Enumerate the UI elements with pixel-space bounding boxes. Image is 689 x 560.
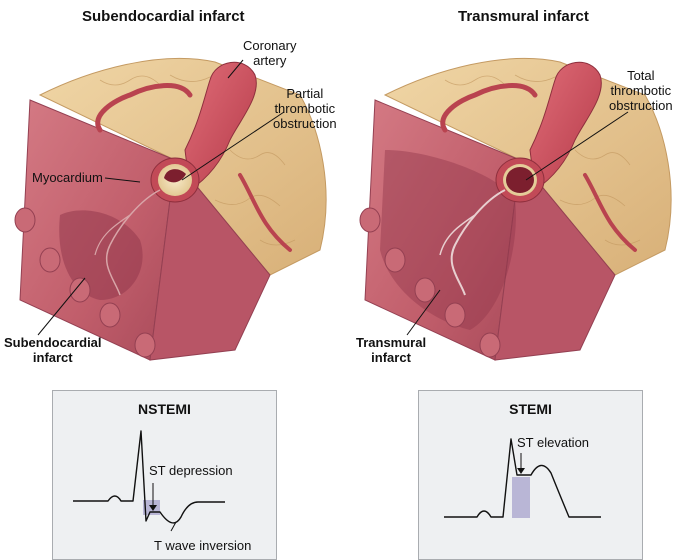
left-artery-branch bbox=[95, 83, 193, 133]
right-coronary-artery bbox=[529, 61, 602, 191]
transmural-infarct-label: Transmural infarct bbox=[356, 335, 427, 365]
left-coronary-artery bbox=[184, 61, 257, 191]
right-infarct-zone bbox=[380, 150, 516, 330]
nstemi-ecg-trace bbox=[73, 430, 225, 532]
coronary-artery-label: Coronary artery bbox=[243, 38, 297, 68]
total-obstruction-label: Total thrombotic obstruction bbox=[609, 68, 673, 113]
stemi-ecg-trace bbox=[444, 438, 601, 518]
right-fat-texture bbox=[444, 74, 641, 246]
right-trabeculae bbox=[359, 207, 501, 358]
leader-lines bbox=[37, 59, 629, 336]
subendocardial-infarct-label: Subendocardial infarct bbox=[4, 335, 102, 365]
myocardium-label: Myocardium bbox=[32, 170, 103, 185]
infarct-illustrations bbox=[14, 57, 672, 361]
right-panel-title: Transmural infarct bbox=[458, 8, 589, 25]
right-myocardium-side bbox=[494, 158, 616, 361]
left-myocardium-side bbox=[149, 158, 271, 361]
left-panel-title: Subendocardial infarct bbox=[82, 8, 245, 25]
left-partial-thrombus bbox=[164, 169, 186, 183]
right-total-thrombus bbox=[506, 167, 534, 193]
left-heart-block bbox=[14, 57, 327, 361]
right-artery-branch bbox=[440, 83, 538, 133]
st-elevation-label: ST elevation bbox=[517, 435, 590, 450]
left-trabeculae bbox=[14, 207, 156, 358]
t-wave-inversion-label: T wave inversion bbox=[154, 538, 252, 553]
st-elevation-highlight bbox=[512, 477, 530, 518]
nstemi-title: NSTEMI bbox=[138, 401, 191, 417]
partial-obstruction-label: Partial thrombotic obstruction bbox=[273, 86, 337, 131]
nstemi-panel: NSTEMI ST depression T wave inversion bbox=[52, 390, 277, 560]
right-heart-block bbox=[359, 57, 672, 361]
stemi-panel: STEMI ST elevation bbox=[418, 390, 643, 560]
stemi-title: STEMI bbox=[509, 401, 552, 417]
st-depression-label: ST depression bbox=[149, 463, 233, 478]
